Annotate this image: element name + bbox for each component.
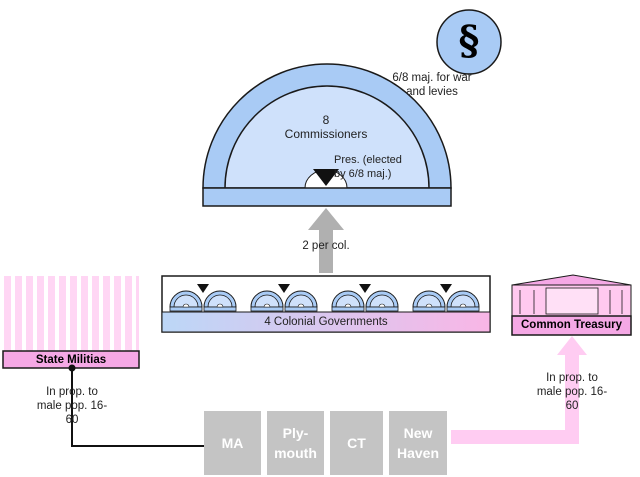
council-dome <box>202 63 452 207</box>
common-treasury-title: Common Treasury <box>521 319 622 331</box>
state-militias <box>2 276 140 369</box>
colonial-seat <box>344 303 352 308</box>
colonial-seat <box>425 303 433 308</box>
colonial-dome-inner <box>207 294 233 308</box>
president-label: Pres. (elected by 6/8 maj.) <box>334 154 402 180</box>
commissioner-count: 8 <box>322 113 330 127</box>
militia-connector-line <box>68 364 204 447</box>
colony-ct: CT <box>330 411 383 475</box>
colonial-dome-inner <box>254 294 280 308</box>
colonial-dome-base <box>203 306 237 312</box>
colonial-governments-panel <box>161 275 491 333</box>
colonial-dome-inner <box>450 294 476 308</box>
colonial-dome-base <box>250 306 284 312</box>
majority-note: 6/8 maj. for war and levies <box>392 72 472 98</box>
treasury-note: In prop. to male pop. 16-60 <box>536 372 608 412</box>
treasury-arrow-icon <box>451 336 587 444</box>
arrow-label: 2 per col. <box>302 240 350 252</box>
colony-plymouth: Ply- mouth <box>267 411 324 475</box>
colonial-dome-base <box>284 306 318 312</box>
section-symbol-icon <box>436 9 502 75</box>
colonial-seat <box>216 303 224 308</box>
colonial-dome-base <box>446 306 480 312</box>
colonial-seat <box>378 303 386 308</box>
section-symbol: § <box>458 17 480 64</box>
colonial-dome-inner <box>369 294 395 308</box>
colonial-dome-base <box>412 306 446 312</box>
colonial-dome-base <box>169 306 203 312</box>
governor-marker-icon <box>278 284 290 293</box>
militias-note: In prop. to male pop. 16-60 <box>36 386 108 426</box>
common-treasury-building <box>511 274 632 336</box>
colonial-governments-label: 4 Colonial Governments <box>264 316 388 328</box>
colonial-seat <box>182 303 190 308</box>
governor-marker-icon <box>197 284 209 293</box>
colonial-seat <box>459 303 467 308</box>
colony-new-haven: New Haven <box>389 411 447 475</box>
colonial-dome-inner <box>416 294 442 308</box>
colonial-dome-inner <box>173 294 199 308</box>
colonial-dome-inner <box>288 294 314 308</box>
colonial-dome-base <box>331 306 365 312</box>
commissioners-label: Commissioners <box>284 127 368 141</box>
governor-marker-icon <box>359 284 371 293</box>
colonial-seat <box>297 303 305 308</box>
up-arrow-icon <box>308 208 344 273</box>
colonial-dome-base <box>365 306 399 312</box>
colonial-seat <box>263 303 271 308</box>
governor-marker-icon <box>440 284 452 293</box>
president-marker-icon <box>313 169 339 186</box>
state-militias-title: State Militias <box>35 354 107 366</box>
colonial-dome-inner <box>335 294 361 308</box>
colony-ma: MA <box>204 411 261 475</box>
